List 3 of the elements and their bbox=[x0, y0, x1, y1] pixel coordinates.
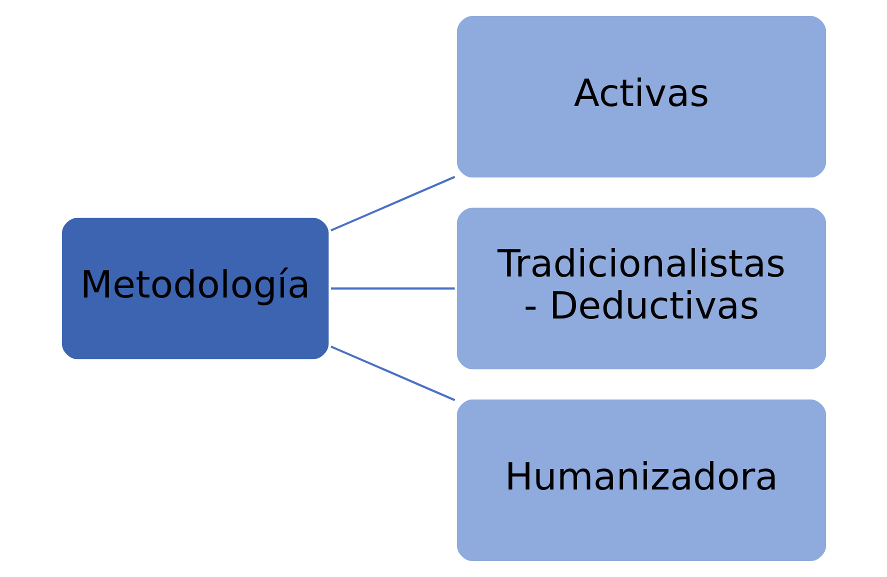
connector bbox=[330, 287, 454, 290]
connector bbox=[330, 176, 455, 232]
connector bbox=[330, 346, 455, 402]
